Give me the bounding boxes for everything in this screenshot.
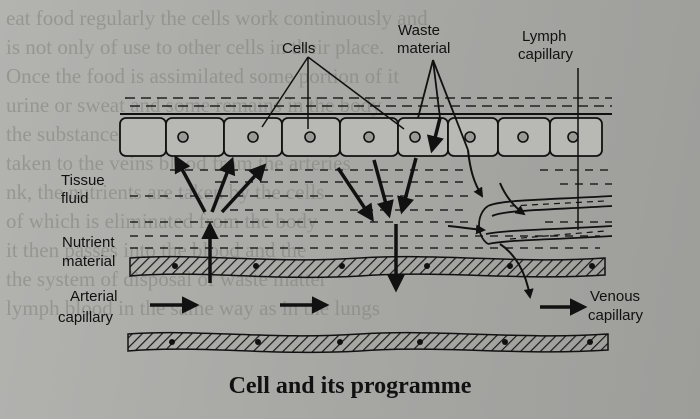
label-venous-2: capillary: [588, 307, 644, 324]
lymph-arrows: [447, 149, 534, 299]
label-cells: Cells: [282, 40, 315, 57]
cell-row: [119, 117, 603, 157]
nutrient-to-cell-arrows: [174, 154, 267, 283]
cells-leader-lines: [261, 56, 405, 130]
label-waste-1: Waste: [398, 22, 440, 39]
upper-vessel-wall: [129, 255, 606, 279]
lower-wall-nuclei: [169, 339, 593, 345]
label-arterial-1: Arterial: [70, 288, 118, 305]
nucleus: [464, 131, 476, 143]
nucleus: [177, 131, 189, 143]
nucleus: [247, 131, 259, 143]
nucleus: [363, 131, 375, 143]
label-lymph-2: capillary: [518, 46, 574, 63]
label-nutrient-1: Nutrient: [62, 234, 115, 251]
flow-arrows: [150, 296, 588, 316]
cell: [397, 117, 449, 157]
lower-vessel-wall: [127, 331, 609, 354]
label-venous-1: Venous: [590, 288, 640, 305]
cell-nuclei: [177, 131, 579, 143]
upper-wall-nuclei: [172, 263, 595, 269]
upper-fluid-dashes: [125, 97, 612, 107]
nucleus: [409, 131, 421, 143]
lymph-dashes: [509, 200, 606, 240]
waste-arrows: [336, 117, 444, 293]
label-tissue-2: fluid: [61, 190, 89, 207]
cell: [119, 117, 167, 157]
label-arterial-2: capillary: [58, 309, 114, 326]
nucleus: [517, 131, 529, 143]
label-lymph-1: Lymph: [522, 28, 566, 45]
waste-lines: [417, 59, 469, 151]
lymph-capillary: [478, 195, 613, 245]
figure-caption: Cell and its programme: [228, 373, 472, 399]
nucleus: [304, 131, 316, 143]
nucleus: [567, 131, 579, 143]
label-tissue-1: Tissue: [61, 172, 105, 189]
label-waste-2: material: [397, 40, 450, 57]
cell: [165, 117, 225, 157]
label-nutrient-2: material: [62, 253, 115, 270]
